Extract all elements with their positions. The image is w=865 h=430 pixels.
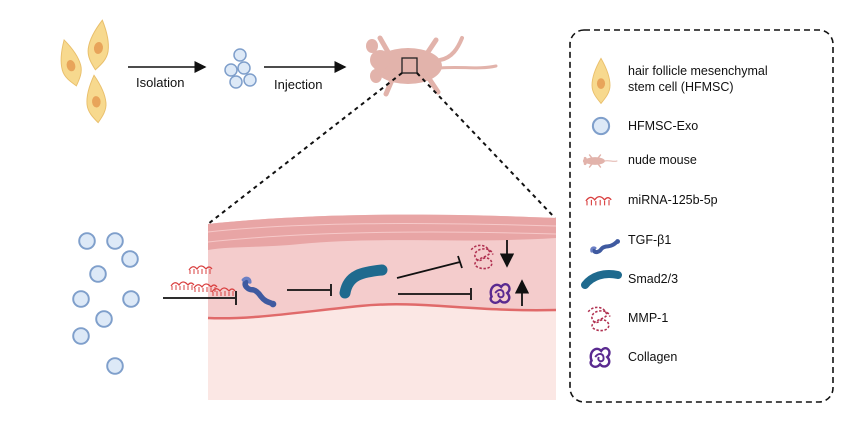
legend-label-mirna: miRNA-125b-5p [628, 193, 718, 207]
legend-label-exo: HFMSC-Exo [628, 119, 699, 133]
smad-inhibits-collagen [398, 288, 472, 300]
hfmsc-cell-icon [84, 18, 113, 72]
skin-section [207, 214, 557, 400]
nude-mouse-icon [366, 35, 498, 97]
isolation-label: Isolation [136, 75, 185, 90]
hfmsc-cell-icon [84, 73, 109, 124]
tgf-to-smad-link [287, 284, 332, 296]
exosome-cluster-top [224, 48, 257, 89]
legend-label-tgf: TGF-β1 [628, 233, 672, 247]
legend-item-hfmsc: hair follicle mesenchymal stem cell (HFM… [628, 64, 768, 95]
legend-label-hfmsc-line2: stem cell (HFMSC) [628, 79, 734, 94]
legend-label-hfmsc-line1: hair follicle mesenchymal [628, 64, 768, 78]
zoom-line-right [416, 72, 556, 219]
smad-inhibits-mmp1 [396, 255, 463, 279]
hfmsc-cells-group [54, 18, 113, 124]
smad-icon [339, 264, 388, 299]
mirna-inhibits-tgf [163, 291, 237, 305]
exosome-icon [591, 116, 611, 136]
injection-label: Injection [274, 77, 323, 92]
smad-icon [581, 270, 622, 289]
legend-label-collagen: Collagen [628, 350, 678, 364]
legend-box [569, 29, 834, 403]
hfmsc-cell-icon [54, 37, 87, 89]
zoom-line-left [207, 72, 403, 225]
legend-label-mmp1: MMP-1 [628, 311, 669, 325]
exosome-cluster-bottom [72, 232, 140, 375]
legend-label-mouse: nude mouse [628, 153, 697, 167]
legend-label-smad: Smad2/3 [628, 272, 679, 286]
